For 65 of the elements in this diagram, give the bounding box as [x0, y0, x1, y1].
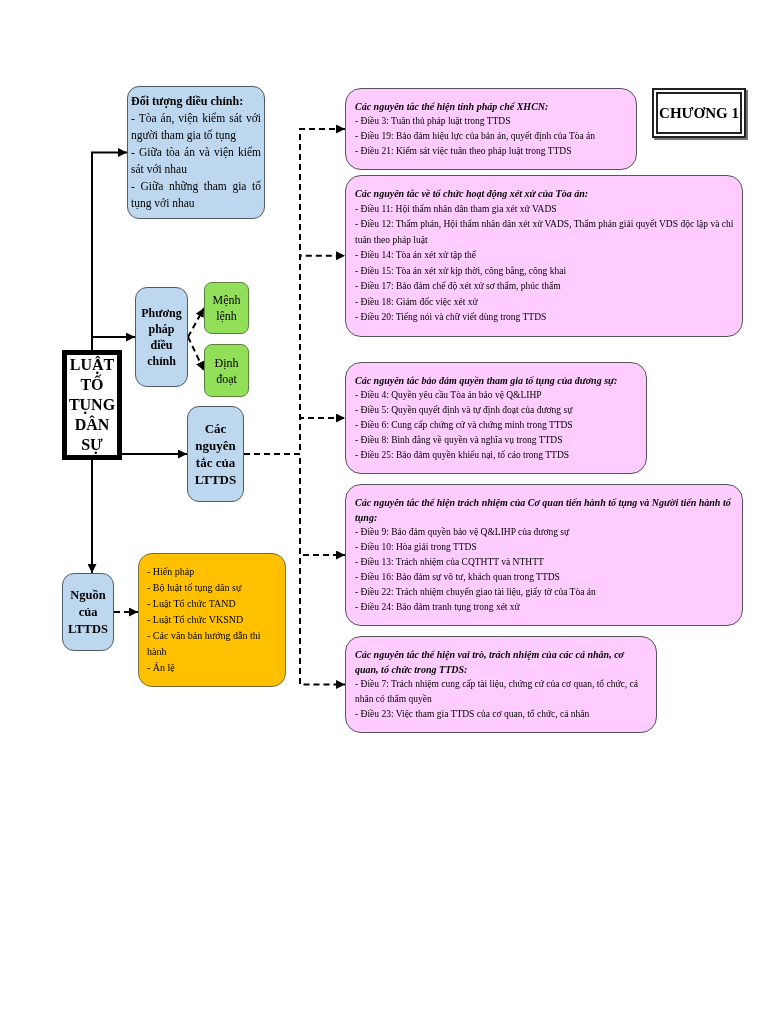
box-heading: Các nguyên tắc thể hiện trách nhiệm của Cơ quan tiến hành tố tụng và Người tiến hành tố tụng:	[355, 496, 732, 525]
list-item: - Điều 8: Bình đẳng về quyền và nghĩa vụ trong TTDS	[355, 434, 564, 447]
list-item: - Điều 24: Bảo đảm tranh tụng trong xét xử	[355, 601, 521, 614]
dashed-arrow	[187, 336, 205, 372]
chapter-box	[652, 88, 746, 138]
list-item: - Điều 11: Hội thẩm nhân dân tham gia xét xử VADS	[355, 202, 558, 216]
topic-box	[187, 406, 244, 502]
principle-box	[345, 484, 743, 626]
node-label: Mệnh lệnh	[211, 292, 242, 324]
list-item: - Các văn bản hướng dẫn thi hành	[147, 629, 262, 659]
list-item: - Bộ luật tố tụng dân sự	[147, 581, 243, 595]
principle-box	[345, 175, 743, 337]
list-item: - Điều 9: Bảo đảm quyền bảo vệ Q&LIHP của đương sự	[355, 526, 571, 539]
list-item: - Điều 4: Quyền yêu cầu Tòa án bảo vệ Q&LIHP	[355, 389, 543, 402]
box-heading: Đối tượng điều chỉnh:	[131, 93, 245, 110]
node-label: Nguồn của LTTDS	[67, 586, 109, 638]
principle-box	[345, 88, 637, 170]
option-box	[204, 282, 249, 334]
list-item: - Điều 19: Bảo đảm hiệu lực của bản án, quyết định của Tòa án	[355, 130, 597, 143]
list-item: - Điều 21: Kiểm sát việc tuân theo pháp luật trong TTDS	[355, 145, 573, 158]
box-heading: Các nguyên tắc bảo đảm quyền tham gia tố tụng của đương sự:	[355, 374, 619, 388]
node-label: Định đoạt	[213, 354, 240, 387]
arrow	[91, 332, 136, 351]
dashed-arrow	[243, 453, 346, 689]
list-item: - Án lệ	[147, 661, 176, 675]
node-label: CHƯƠNG 1	[659, 104, 739, 122]
topic-box	[62, 573, 114, 651]
topic-box	[127, 86, 265, 219]
node-label: Các nguyên tắc của LTTDS	[193, 420, 238, 488]
box-heading: Các nguyên tắc thể hiện vai trò, trách nhiệm của các cá nhân, cơ quan, tổ chức trong TTDS:	[355, 648, 626, 677]
list-item: - Điều 6: Cung cấp chứng cứ và chứng minh trong TTDS	[355, 419, 574, 432]
list-item: - Điều 10: Hòa giải trong TTDS	[355, 541, 478, 554]
list-item: - Điều 17: Bảo đảm chế độ xét xử sơ thẩm, phúc thẩm	[355, 280, 562, 293]
node-label: Phương pháp điều chỉnh	[140, 305, 183, 369]
principle-box	[345, 636, 657, 733]
list-item: - Luật Tổ chức VKSND	[147, 613, 245, 627]
node-label: LUẬT TỐ TỤNG DÂN SỰ	[67, 355, 117, 455]
list-item: - Điều 16: Bảo đảm sự vô tư, khách quan trong TTDS	[355, 571, 561, 584]
list-item: - Điều 15: Tòa án xét xử kịp thời, công bằng, công khai	[355, 264, 568, 278]
dashed-arrow	[113, 607, 139, 617]
list-item: - Luật Tổ chức TAND	[147, 597, 237, 611]
list-item: - Điều 14: Tòa án xét xử tập thể	[355, 249, 478, 262]
dashed-arrow	[187, 307, 205, 338]
list-item: - Điều 18: Giám đốc việc xét xử	[355, 295, 479, 309]
list-item: - Điều 7: Trách nhiệm cung cấp tài liệu, chứng cứ của cơ quan, tổ chức, cá nhân có thẩm quyền	[355, 678, 639, 706]
principle-box	[345, 362, 647, 474]
list-item: - Hiến pháp	[147, 565, 196, 579]
list-item: - Điều 25: Bảo đảm quyền khiếu nại, tố cáo trong TTDS	[355, 449, 571, 462]
list-item: - Giữa những tham gia tố tụng với nhau	[131, 179, 261, 212]
list-item: - Điều 20: Tiếng nói và chữ viết dùng trong TTDS	[355, 311, 548, 324]
box-heading: Các nguyên tắc về tổ chức hoạt động xét xử của Tòa án:	[355, 187, 590, 201]
list-item: - Điều 5: Quyền quyết định và tự định đoạt của đương sự	[355, 404, 574, 417]
list-item: - Tòa án, viện kiểm sát với người tham gia tố tụng	[131, 111, 261, 144]
option-box	[204, 344, 249, 397]
list-item: - Điều 3: Tuân thủ pháp luật trong TTDS	[355, 115, 512, 128]
list-item: - Điều 13: Trách nhiệm của CQTHTT và NTHTT	[355, 556, 545, 569]
list-item: - Giữa tòa án và viện kiểm sát với nhau	[131, 145, 261, 177]
arrow	[87, 459, 97, 574]
topic-box	[135, 287, 188, 387]
list-item: - Điều 22: Trách nhiệm chuyển giao tài liệu, giấy tờ của Tòa án	[355, 586, 597, 599]
source-list-box	[138, 553, 286, 687]
list-item: - Điều 12: Thẩm phán, Hội thẩm nhân dân xét xử VADS, Thẩm phán giải quyết VDS độc lập và chỉ tuân theo pháp luật	[355, 218, 734, 247]
arrow	[121, 449, 188, 459]
list-item: - Điều 23: Việc tham gia TTDS của cơ quan, tổ chức, cá nhân	[355, 708, 591, 721]
box-heading: Các nguyên tắc thể hiện tính pháp chế XHCN:	[355, 100, 550, 114]
